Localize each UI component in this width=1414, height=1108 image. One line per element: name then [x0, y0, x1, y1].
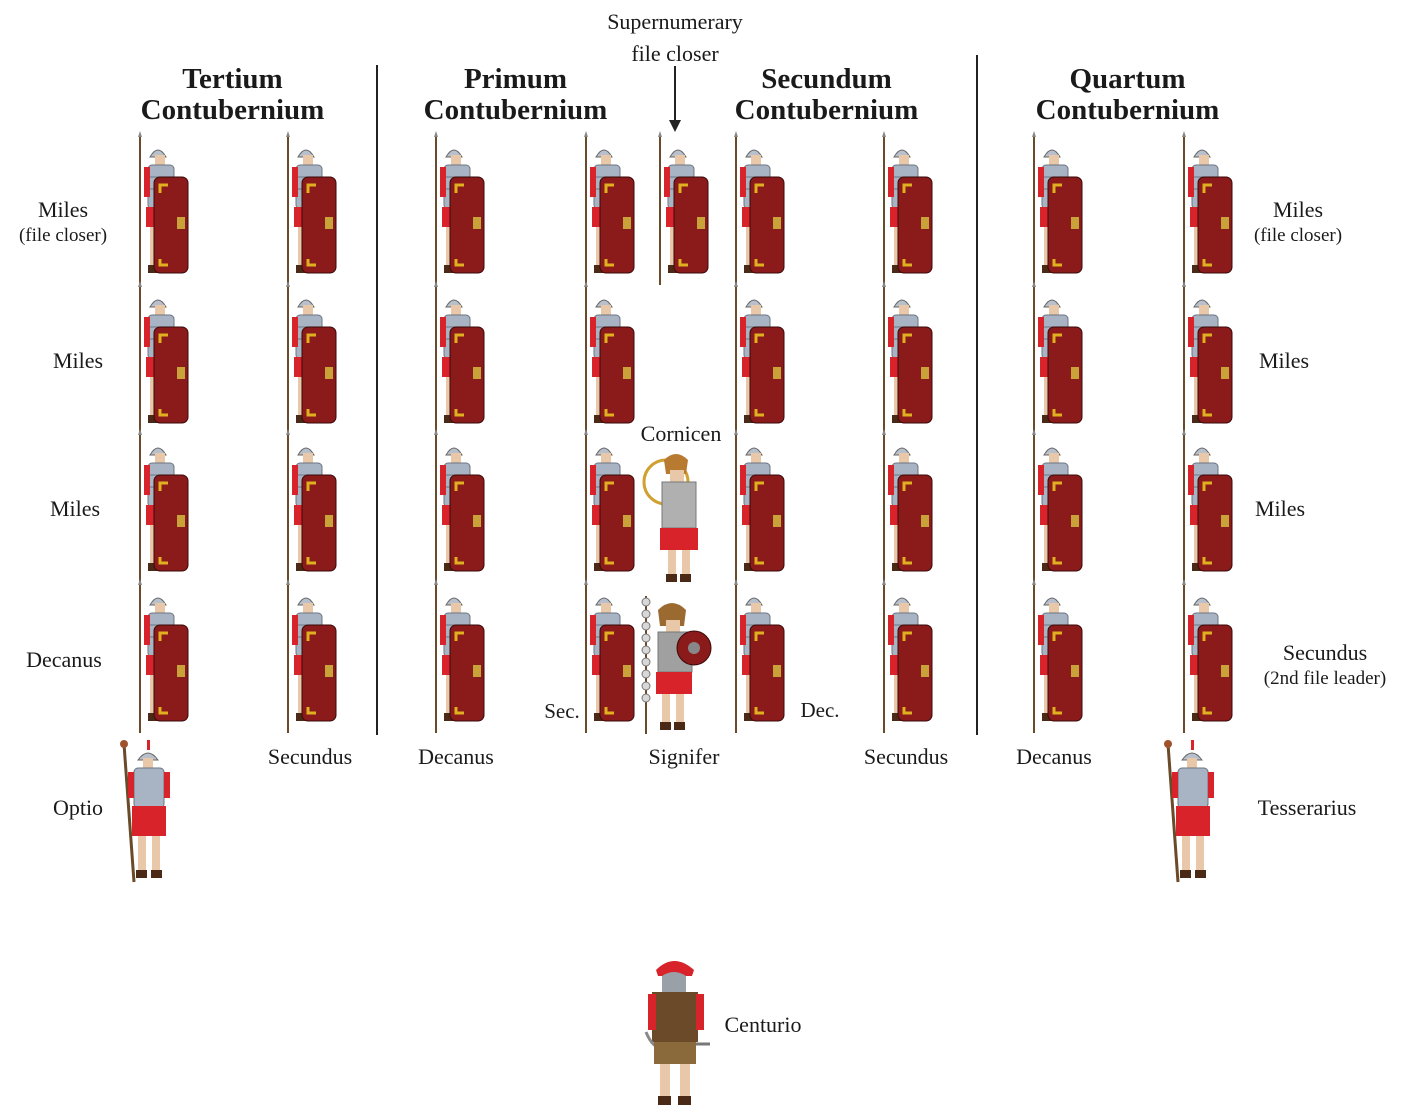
- legionary-quartum-right-row4: [1176, 579, 1238, 737]
- legionary-tertium-right-row3: [280, 429, 342, 587]
- legionary-secundum-right-row1: [876, 131, 938, 289]
- legionary-primum-left-row4: [428, 579, 490, 737]
- right-label-row2: Miles: [1258, 348, 1310, 373]
- centurio-figure: [640, 958, 710, 1108]
- legionary-primum-left-row3: [428, 429, 490, 587]
- label-sec: Sec.: [544, 699, 580, 723]
- legionary-quartum-right-row1: [1176, 131, 1238, 289]
- legionary-secundum-left-row1: [728, 131, 790, 289]
- label-dec: Dec.: [800, 698, 840, 722]
- legionary-primum-right-row4: [578, 579, 640, 737]
- left-label-row3: Miles: [49, 496, 101, 521]
- legionary-tertium-right-row4: [280, 579, 342, 737]
- legionary-supernumerary: [652, 131, 714, 289]
- legionary-secundum-left-row2: [728, 281, 790, 439]
- legionary-primum-right-row1: [578, 131, 640, 289]
- divider-left: [376, 65, 378, 735]
- legionary-primum-left-row2: [428, 281, 490, 439]
- legionary-tertium-right-row1: [280, 131, 342, 289]
- legionary-primum-left-row1: [428, 131, 490, 289]
- legionary-secundum-right-row2: [876, 281, 938, 439]
- legionary-quartum-left-row3: [1026, 429, 1088, 587]
- legionary-tertium-right-row2: [280, 281, 342, 439]
- legionary-secundum-left-row4: [728, 579, 790, 737]
- bottom-label-signifer: Signifer: [648, 744, 720, 769]
- legionary-quartum-left-row1: [1026, 131, 1088, 289]
- bottom-label-secundum-secundus: Secundus: [863, 744, 949, 769]
- left-label-optio: Optio: [52, 795, 104, 820]
- label-centurio: Centurio: [724, 1012, 802, 1037]
- bottom-label-primum-decanus: Decanus: [418, 744, 494, 769]
- legionary-secundum-right-row4: [876, 579, 938, 737]
- right-label-row3: Miles: [1254, 496, 1306, 521]
- legionary-quartum-left-row4: [1026, 579, 1088, 737]
- legionary-quartum-left-row2: [1026, 281, 1088, 439]
- cornicen-figure: [640, 444, 710, 584]
- label-cornicen: Cornicen: [640, 421, 722, 446]
- right-label-tesserarius: Tesserarius: [1257, 795, 1357, 820]
- tesserarius-figure: [1162, 740, 1222, 888]
- legionary-secundum-left-row3: [728, 429, 790, 587]
- signifer-figure: [636, 596, 712, 736]
- right-label-row1: Miles(file closer): [1253, 197, 1343, 246]
- left-label-row4: Decanus: [26, 647, 102, 672]
- legionary-secundum-right-row3: [876, 429, 938, 587]
- legionary-primum-right-row2: [578, 281, 640, 439]
- legionary-tertium-left-row4: [132, 579, 194, 737]
- legionary-tertium-left-row3: [132, 429, 194, 587]
- legionary-primum-right-row3: [578, 429, 640, 587]
- left-label-row1: Miles(file closer): [18, 197, 108, 246]
- legionary-tertium-left-row1: [132, 131, 194, 289]
- legionary-quartum-right-row2: [1176, 281, 1238, 439]
- optio-figure: [118, 740, 178, 888]
- legionary-tertium-left-row2: [132, 281, 194, 439]
- left-label-row2: Miles: [52, 348, 104, 373]
- bottom-label-tertium-secundus: Secundus: [267, 744, 353, 769]
- bottom-label-quartum-decanus: Decanus: [1016, 744, 1092, 769]
- divider-right: [976, 55, 978, 735]
- right-label-row4: Secundus(2nd file leader): [1263, 640, 1387, 689]
- legionary-quartum-right-row3: [1176, 429, 1238, 587]
- supernumerary-arrow: [669, 66, 681, 132]
